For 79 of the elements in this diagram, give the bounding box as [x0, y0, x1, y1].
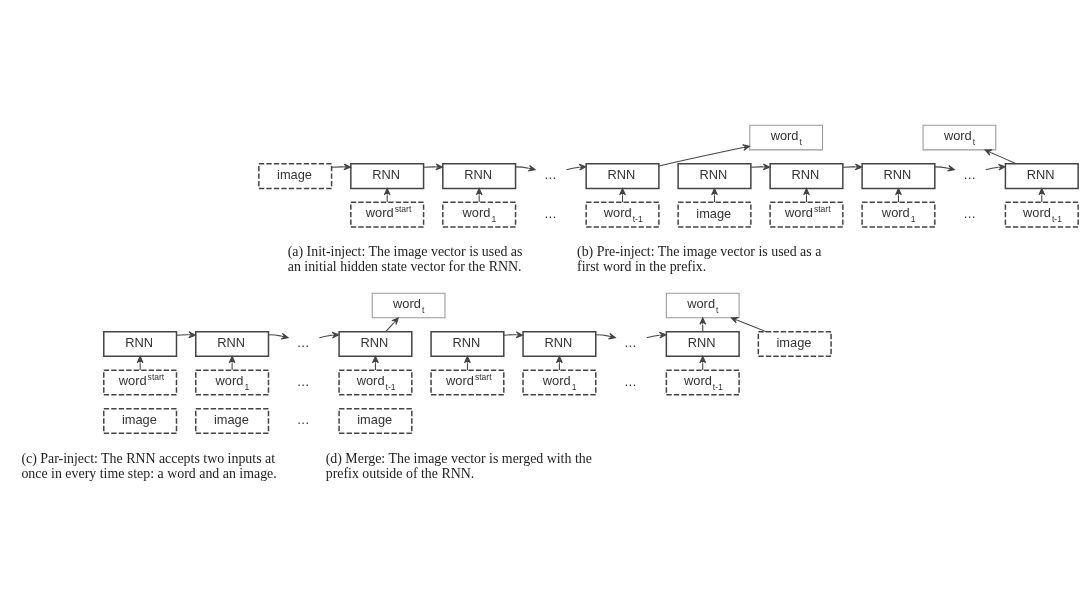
arrow [503, 330, 524, 338]
node-box: RNN [442, 162, 517, 189]
label: (b) Pre-inject: The image vector is used as a first word in the prefix. [577, 243, 822, 274]
node-box: RNN [430, 330, 505, 357]
node-box: image [195, 407, 270, 434]
node-box: word$^{start}$ [769, 201, 844, 228]
node-box: word$_{t}$ [922, 124, 997, 150]
label: … [296, 373, 310, 389]
node-box: image [258, 162, 333, 189]
arrow [730, 316, 767, 332]
node-box: RNN [677, 162, 752, 189]
arrow [1038, 187, 1046, 203]
arrow [515, 164, 536, 172]
node-box: word$_{t-1}$ [585, 201, 660, 228]
node-box: word$_{t-1}$ [1004, 201, 1079, 228]
node-text: … [296, 334, 310, 350]
arrow [895, 187, 902, 203]
node-box: image [677, 201, 752, 228]
arrow [423, 163, 443, 170]
node-box: word$_{t-1}$ [338, 368, 413, 396]
node-box: RNN [338, 330, 413, 357]
arrow [464, 355, 471, 370]
node-box: word$_{1}$ [195, 368, 270, 396]
node-text: … [624, 334, 637, 350]
node-box: word$^{start}$ [350, 201, 425, 228]
arrow [136, 355, 144, 370]
arrow [475, 187, 483, 203]
node-box: word$_{t}$ [371, 292, 446, 318]
node-box: image [103, 407, 178, 434]
arrow [699, 355, 707, 370]
label: … [624, 373, 637, 389]
label: (a) Init-inject: The image vector is used as an initial hidden state vector for the RNN. [287, 243, 523, 274]
label: … [296, 411, 310, 427]
node-box: word$^{start}$ [103, 368, 178, 396]
arrow [556, 355, 563, 370]
node-box: RNN [522, 330, 597, 357]
node-box: RNN [103, 330, 178, 357]
arrow [267, 332, 289, 339]
node-text: … [543, 166, 557, 182]
arrow [566, 163, 587, 171]
node-box: word$_{1}$ [442, 201, 517, 228]
arrow [985, 163, 1006, 171]
label: (c) Par-inject: The RNN accepts two inputs at once in every time step: a word and an image. [21, 450, 277, 481]
arrow [318, 331, 340, 339]
node-box: word$^{start}$ [430, 368, 505, 396]
node-box: RNN [195, 330, 270, 357]
arrow [984, 148, 1017, 164]
node-box: word$_{1}$ [522, 368, 597, 396]
node-box: RNN [665, 330, 740, 357]
node-box: RNN [861, 162, 936, 189]
node-box: image [338, 407, 413, 434]
node-box: word$_{1}$ [861, 201, 936, 228]
arrow [595, 332, 616, 339]
arrow [176, 330, 196, 338]
arrow [228, 355, 236, 370]
node-box: word$_{t}$ [749, 124, 824, 150]
arrow [750, 163, 771, 170]
node-box: RNN [350, 162, 425, 189]
arrow [619, 187, 626, 203]
label: … [963, 205, 976, 221]
node-box: word$_{t-1}$ [665, 368, 740, 396]
node-text: … [963, 166, 976, 182]
arrow [934, 164, 955, 172]
arrow [658, 143, 751, 166]
label: (d) Merge: The image vector is merged with the prefix outside of the RNN. [325, 450, 592, 481]
arrow [711, 187, 718, 203]
node-box: image [757, 330, 832, 357]
node-box: RNN [769, 162, 844, 189]
node-box: word$_{t}$ [665, 292, 740, 318]
arrow [331, 163, 351, 170]
arrow [383, 187, 391, 203]
arrow [803, 187, 810, 203]
arrow [842, 163, 863, 170]
arrow [372, 355, 379, 370]
node-box: RNN [585, 162, 660, 189]
arrow [646, 331, 667, 339]
node-box: RNN [1004, 162, 1079, 189]
arrow [385, 316, 399, 332]
label: … [543, 205, 557, 221]
